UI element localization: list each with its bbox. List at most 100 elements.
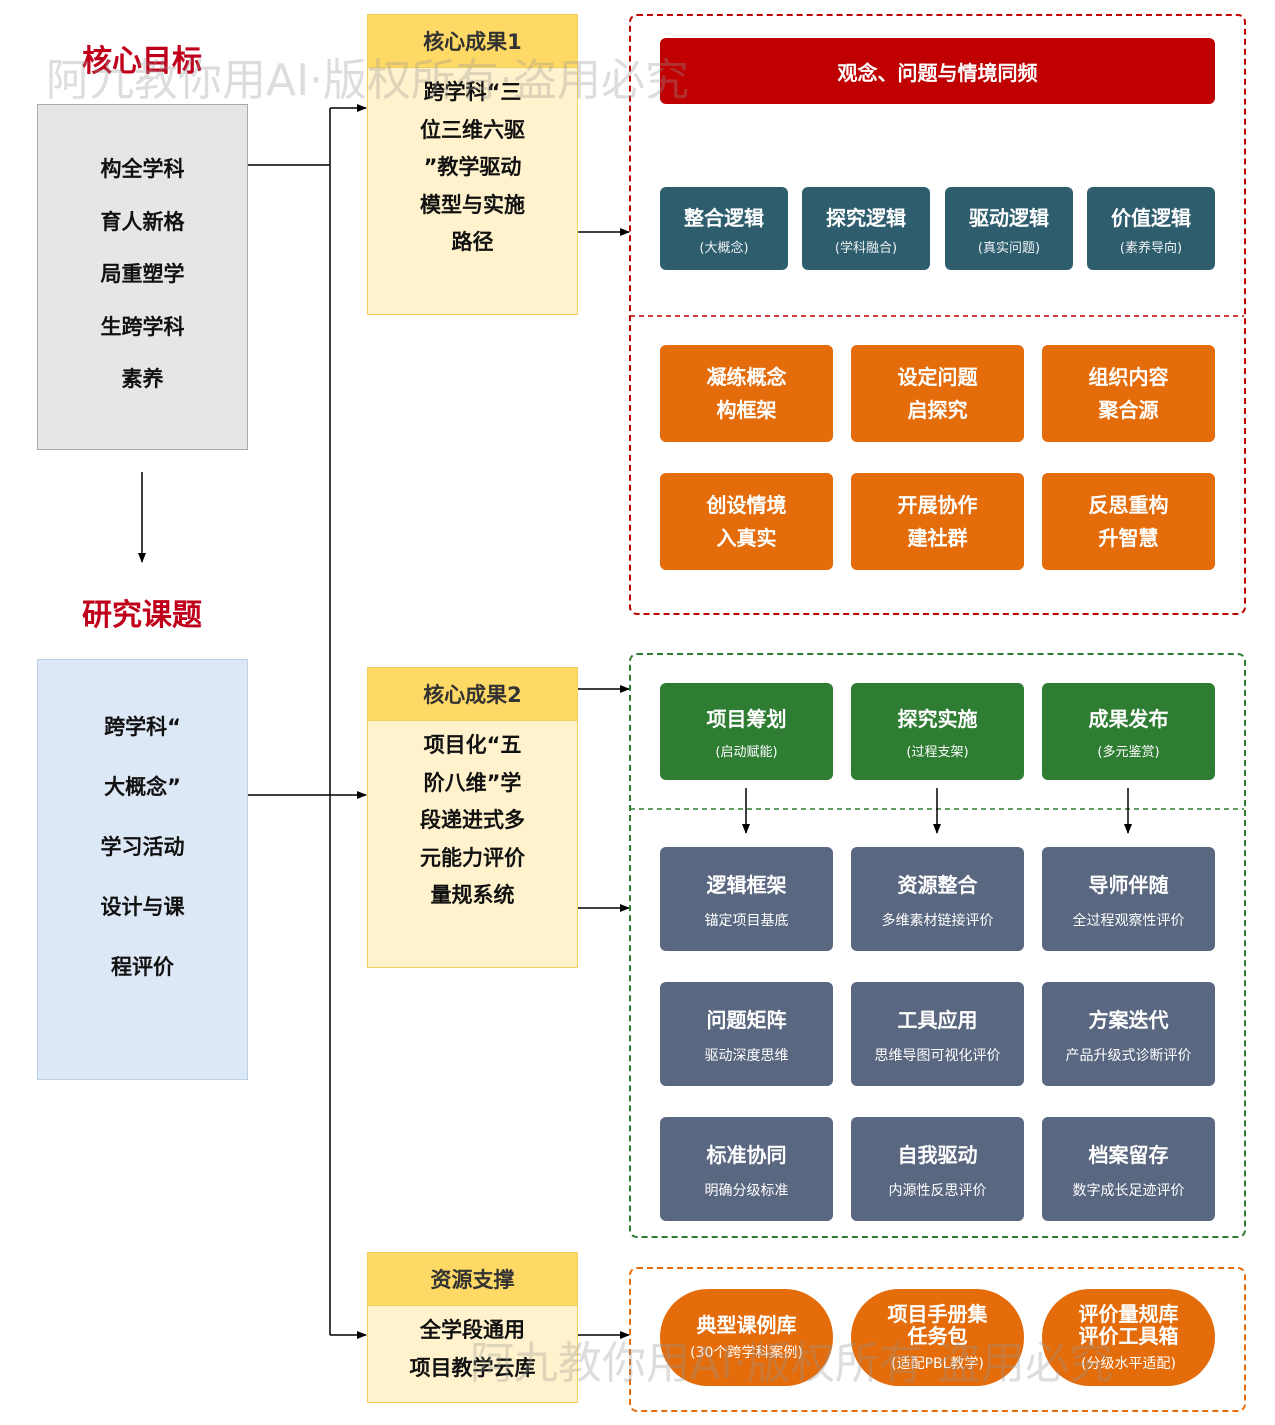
driver-card-line1: 组织内容 [1088,364,1169,389]
achievement1-line: 路径 [451,230,494,254]
stage-card: 项目筹划 (启动赋能) [660,683,833,780]
dimension-card-sub: 明确分级标准 [704,1182,789,1199]
logic-card-title: 整合逻辑 [684,205,764,230]
logic-card: 驱动逻辑 (真实问题) [945,187,1073,270]
driver-card: 反思重构 升智慧 [1042,473,1215,570]
driver-card: 凝练概念 构框架 [660,345,833,442]
resources-line: 项目教学云库 [409,1355,536,1380]
research-topic-line: 程评价 [111,955,174,979]
research-topic-line: 大概念” [104,775,181,799]
group1-container [629,14,1246,615]
driver-card-line1: 创设情境 [706,492,787,517]
research-topic-line: 学习活动 [100,835,185,859]
group2-container [629,653,1246,1238]
dimension-card: 方案迭代 产品升级式诊断评价 [1042,982,1215,1086]
driver-card-line2: 入真实 [716,525,777,550]
driver-card-line1: 凝练概念 [706,364,787,389]
driver-card-line2: 聚合源 [1098,397,1159,422]
achievement2-line: 阶八维”学 [423,770,522,795]
achievement2-line: 元能力评价 [420,845,525,870]
achievement2-head: 核心成果2 [368,668,577,721]
stage-card-sub: (过程支架) [906,745,969,760]
dimension-card-title: 导师伴随 [1088,872,1169,897]
logic-card: 价值逻辑 (素养导向) [1087,187,1215,270]
achievement1-box: 核心成果1 跨学科“三 位三维六驱 ”教学驱动 模型与实施 路径 [367,14,578,315]
driver-card-line2: 构框架 [716,397,777,422]
resource-pill-sub: (分级水平适配) [1081,1355,1176,1372]
driver-card-line1: 开展协作 [897,492,978,517]
dimension-card: 工具应用 思维导图可视化评价 [851,982,1024,1086]
stage-card-sub: (启动赋能) [715,745,778,760]
resources-head: 资源支撑 [368,1253,577,1306]
driver-card-line1: 反思重构 [1088,492,1169,517]
dimension-card: 逻辑框架 锚定项目基底 [660,847,833,951]
resource-pill: 典型课例库 (30个跨学科案例) [660,1289,833,1386]
dimension-card-sub: 多维素材链接评价 [881,912,994,929]
achievement1-line: 位三维六驱 [420,117,525,142]
dimension-card-title: 逻辑框架 [706,872,787,897]
core-goal-line: 育人新格 [100,209,185,234]
resources-box: 资源支撑 全学段通用 项目教学云库 [367,1252,578,1403]
dimension-card: 问题矩阵 驱动深度思维 [660,982,833,1086]
driver-card-line2: 启探究 [907,397,968,422]
dimension-card-sub: 数字成长足迹评价 [1072,1182,1185,1199]
achievement2-box: 核心成果2 项目化“五 阶八维”学 段递进式多 元能力评价 量规系统 [367,667,578,968]
dimension-card: 资源整合 多维素材链接评价 [851,847,1024,951]
core-goal-box: 构全学科 育人新格 局重塑学 生跨学科 素养 [37,104,248,450]
resource-pill-title: 评价量规库 评价工具箱 [1078,1301,1179,1348]
core-goal-line: 局重塑学 [100,262,185,286]
dimension-card-sub: 锚定项目基底 [704,912,789,929]
stage-card-title: 探究实施 [897,707,978,731]
achievement1-line: 跨学科“三 [423,80,522,104]
stage-card-title: 成果发布 [1088,707,1169,731]
achievement1-head: 核心成果1 [368,15,577,68]
dimension-card-sub: 驱动深度思维 [704,1047,789,1064]
driver-card: 开展协作 建社群 [851,473,1024,570]
logic-card-sub: (真实问题) [977,240,1041,256]
driver-card-line2: 升智慧 [1098,525,1159,550]
logic-card-title: 价值逻辑 [1111,205,1191,230]
research-topic-box: 跨学科“ 大概念” 学习活动 设计与课 程评价 [37,659,248,1080]
driver-card-line1: 设定问题 [897,364,978,389]
logic-card: 整合逻辑 (大概念) [660,187,788,270]
driver-card: 设定问题 启探究 [851,345,1024,442]
stage-card: 成果发布 (多元鉴赏) [1042,683,1215,780]
logic-card-sub: (学科融合) [834,240,898,256]
resource-pill-title: 项目手册集 任务包 [887,1301,988,1348]
achievement1-line: 模型与实施 [420,192,525,217]
logic-card-title: 驱动逻辑 [969,205,1049,230]
resource-pill: 项目手册集 任务包 (适配PBL教学) [851,1289,1024,1386]
achievement2-line: 段递进式多 [420,808,525,832]
research-topic-line: 跨学科“ [104,715,181,739]
dimension-card: 导师伴随 全过程观察性评价 [1042,847,1215,951]
dimension-card: 标准协同 明确分级标准 [660,1117,833,1221]
driver-card: 组织内容 聚合源 [1042,345,1215,442]
core-goal-line: 构全学科 [100,157,185,181]
dimension-card-title: 标准协同 [706,1142,787,1167]
logic-card-title: 探究逻辑 [826,205,906,230]
research-topic-line: 设计与课 [100,895,185,919]
core-goal-line: 生跨学科 [100,314,185,339]
group3-container [629,1267,1246,1412]
resource-pill-sub: (适配PBL教学) [891,1355,984,1372]
resource-pill: 评价量规库 评价工具箱 (分级水平适配) [1042,1289,1215,1386]
dimension-card-title: 工具应用 [897,1007,978,1032]
dimension-card-sub: 产品升级式诊断评价 [1065,1047,1192,1064]
group1-banner: 观念、问题与情境同频 [660,38,1215,104]
logic-card-sub: (素养导向) [1119,240,1183,256]
achievement2-line: 项目化“五 [423,733,522,757]
dimension-card-sub: 内源性反思评价 [888,1182,987,1199]
logic-card-sub: (大概念) [699,240,749,256]
achievement1-line: ”教学驱动 [423,155,522,179]
dimension-card-title: 方案迭代 [1088,1007,1169,1032]
dimension-card: 自我驱动 内源性反思评价 [851,1117,1024,1221]
dimension-card-sub: 思维导图可视化评价 [874,1047,1001,1064]
driver-card: 创设情境 入真实 [660,473,833,570]
resources-line: 全学段通用 [420,1318,525,1342]
stage-card: 探究实施 (过程支架) [851,683,1024,780]
resource-pill-sub: (30个跨学科案例) [690,1344,803,1361]
group1-banner-label: 观念、问题与情境同频 [837,60,1038,85]
resource-pill-title: 典型课例库 [696,1312,797,1337]
dimension-card: 档案留存 数字成长足迹评价 [1042,1117,1215,1221]
